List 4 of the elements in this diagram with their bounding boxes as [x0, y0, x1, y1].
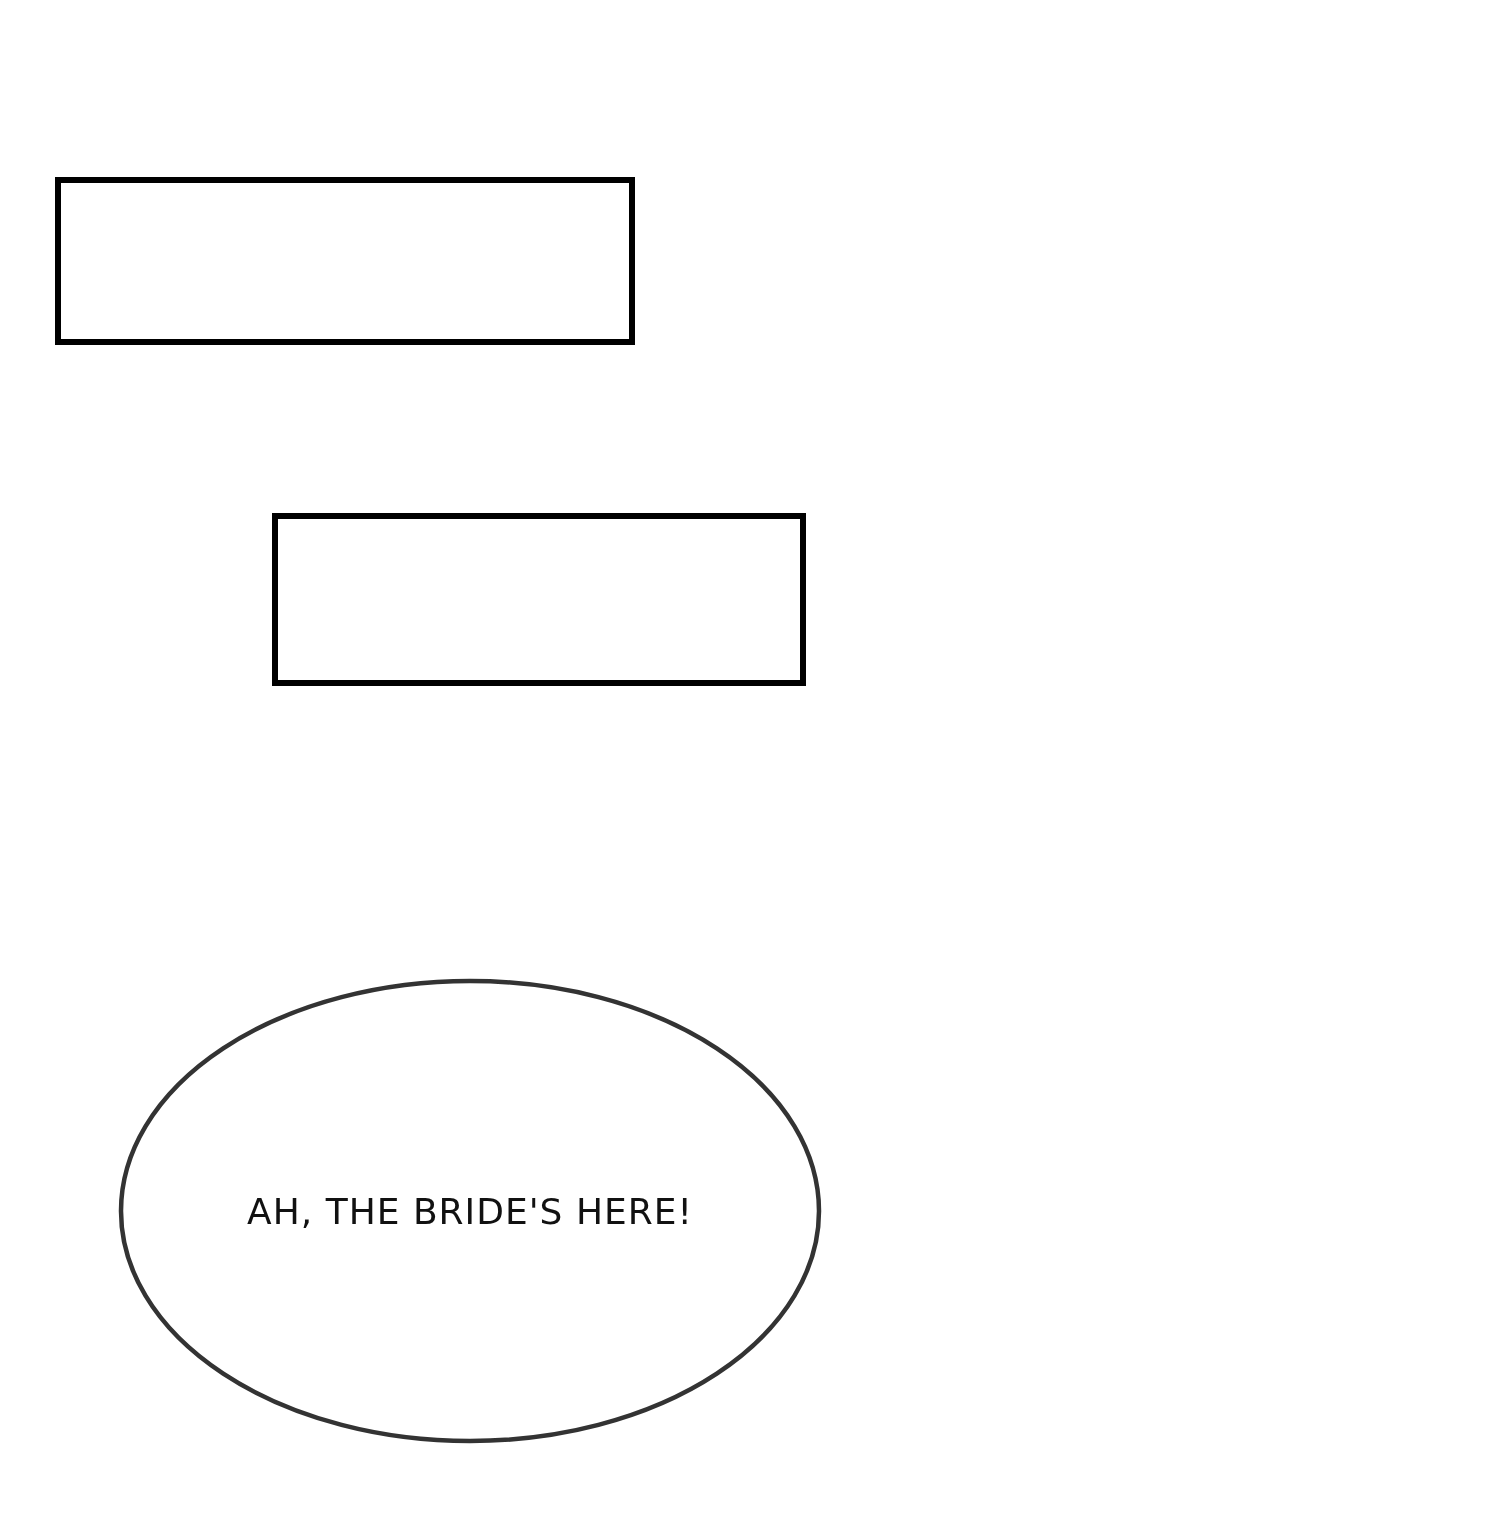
empty-panel-box — [272, 513, 806, 686]
speech-bubble — [118, 978, 822, 1444]
empty-panel-box — [55, 177, 635, 345]
dialogue-text: AH, THE BRIDE'S HERE! — [247, 1190, 693, 1232]
